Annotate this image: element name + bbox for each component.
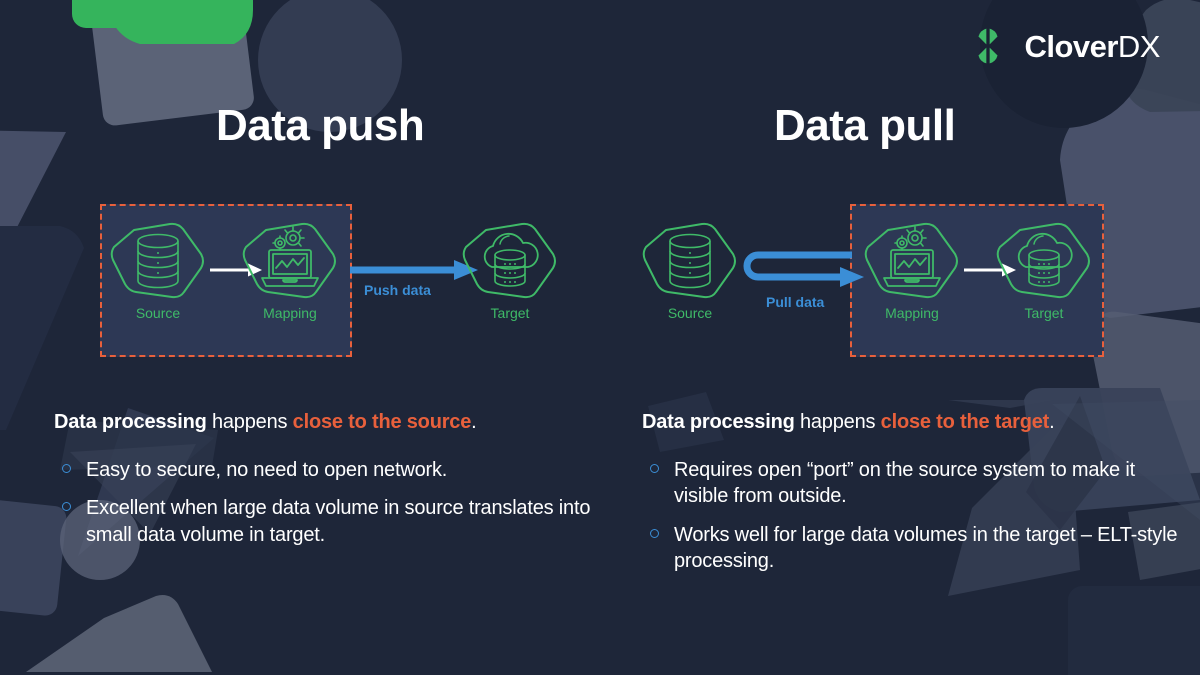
diagram-data-push: Source [60,190,600,375]
summary-middle: happens [206,411,293,433]
decor-shape-triangle-left [0,130,66,261]
node-mapping-label: Mapping [263,305,317,321]
database-icon [110,222,204,299]
node-mapping: Mapping [862,212,962,342]
laptop-gear-icon [864,222,958,299]
connector-push-data-arrow [350,260,478,280]
list-item-text: Works well for large data volumes in the… [674,523,1178,573]
node-target-label: Target [1024,305,1064,321]
summary-bold: Data processing [54,411,207,433]
connector-pull-data-arrow [743,251,864,287]
brand-name-bold: Clover [1024,28,1118,64]
cloud-database-icon [462,222,556,299]
summary-end: . [1049,411,1055,433]
brand-logo: CloverDX [966,24,1161,68]
summary-statement-pull: Data processing happens close to the tar… [642,410,1182,435]
list-item: Easy to secure, no need to open network. [54,457,594,483]
summary-end: . [471,411,477,433]
node-target: Target [994,212,1094,342]
summary-accent: close to the source [292,411,472,433]
decor-shape-pent-bottomleft [26,595,212,672]
decor-shape-dark-bottomright [1070,588,1200,675]
list-item-text: Excellent when large data volume in sour… [86,497,591,546]
circle-bullet-icon [62,464,71,473]
node-target-label: Target [490,305,530,321]
content-column-data-push: Data processing happens close to the sou… [54,410,594,560]
benefit-list-push: Easy to secure, no need to open network.… [54,457,594,548]
circle-bullet-icon [650,464,659,473]
list-item-text: Easy to secure, no need to open network. [86,459,448,481]
node-source: Source [108,212,208,342]
content-column-data-pull: Data processing happens close to the tar… [642,410,1182,587]
clover-logo-icon [978,28,998,64]
circle-bullet-icon [650,528,659,538]
decor-shape-sliver-right [948,400,1054,408]
node-source: Source [640,212,740,342]
page-title-data-pull: Data pull [774,101,956,150]
summary-statement-push: Data processing happens close to the sou… [54,410,594,435]
node-source-label: Source [667,305,713,321]
summary-middle: happens [794,411,881,433]
decor-shape-green-block [72,0,252,28]
decor-shape-dark-bottomright2 [1068,586,1200,675]
node-target: Target [460,212,560,342]
database-icon [642,222,736,299]
laptop-gear-icon [242,222,336,299]
summary-bold: Data processing [642,411,795,433]
node-mapping-label: Mapping [885,305,939,321]
brand-name: CloverDX [1024,31,1160,62]
benefit-list-pull: Requires open “port” on the source syste… [642,457,1182,575]
list-item: Works well for large data volumes in the… [642,522,1182,575]
decor-shape-green-topleft [100,0,253,44]
connector-pull-data-label: Pull data [766,294,825,310]
brand-name-light: DX [1117,28,1161,64]
circle-bullet-icon [62,502,71,512]
node-mapping: Mapping [240,212,340,342]
page-title-data-push: Data push [216,101,425,150]
diagram-data-pull: Source Pull data [620,190,1160,375]
list-item: Excellent when large data volume in sour… [54,495,594,548]
cloud-database-icon [996,222,1090,299]
node-source-label: Source [135,305,181,321]
connector-push-data-label: Push data [364,282,431,298]
list-item-text: Requires open “port” on the source syste… [674,459,1135,508]
list-item: Requires open “port” on the source syste… [642,457,1182,510]
summary-accent: close to the target [880,411,1050,433]
